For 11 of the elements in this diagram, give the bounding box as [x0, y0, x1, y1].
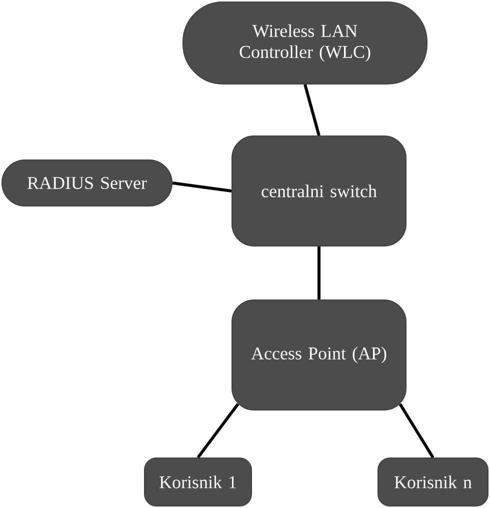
switch-box: centralni switch [232, 136, 406, 246]
connector-line [196, 403, 240, 458]
user-box: Korisnik n [378, 458, 488, 506]
controller-box: Wireless LAN Controller (WLC) [182, 2, 428, 84]
connector-line [398, 403, 434, 458]
access-point-box: Access Point (AP) [232, 300, 406, 410]
connector-line [304, 84, 320, 136]
user-box: Korisnik 1 [144, 458, 252, 506]
connector-line [172, 182, 232, 192]
server-box: RADIUS Server [2, 160, 172, 206]
connector-line [318, 246, 320, 300]
